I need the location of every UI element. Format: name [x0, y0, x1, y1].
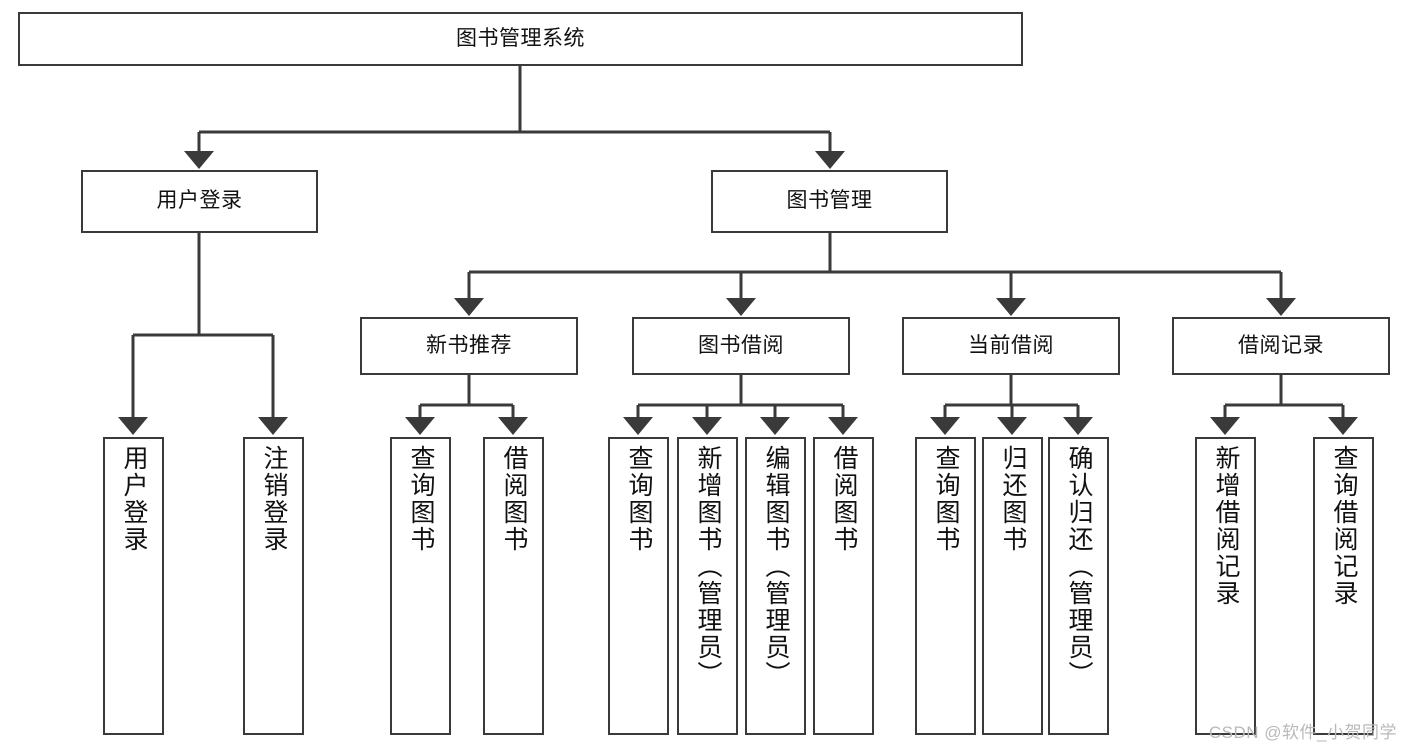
node-user-login-label: 用户登录	[156, 189, 243, 213]
leaf-new-book-1[interactable]: 查询图书	[390, 437, 451, 735]
leaf-book-borrow-2[interactable]: 新增图书（管理员）	[677, 437, 738, 735]
node-new-book-recommend[interactable]: 新书推荐	[360, 317, 578, 375]
leaf-book-borrow-3[interactable]: 编辑图书（管理员）	[745, 437, 806, 735]
node-current-borrow[interactable]: 当前借阅	[902, 317, 1120, 375]
leaf-user-login-2[interactable]: 注销登录	[243, 437, 304, 735]
leaf-book-borrow-1[interactable]: 查询图书	[608, 437, 669, 735]
leaf-book-borrow-3-label: 编辑图书（管理员）	[762, 445, 790, 688]
leaf-book-borrow-4-label: 借阅图书	[830, 445, 858, 553]
leaf-new-book-2-label: 借阅图书	[500, 445, 528, 553]
leaf-new-book-1-label: 查询图书	[407, 445, 435, 553]
watermark: CSDN @软件_小贺同学	[1208, 723, 1397, 742]
node-book-borrow[interactable]: 图书借阅	[632, 317, 850, 375]
node-root[interactable]: 图书管理系统	[18, 12, 1023, 66]
leaf-borrow-record-1-label: 新增借阅记录	[1212, 445, 1240, 607]
leaf-new-book-2[interactable]: 借阅图书	[483, 437, 544, 735]
leaf-borrow-record-1[interactable]: 新增借阅记录	[1195, 437, 1256, 735]
node-new-book-recommend-label: 新书推荐	[426, 333, 512, 357]
node-book-management-label: 图书管理	[786, 189, 873, 213]
leaf-book-borrow-4[interactable]: 借阅图书	[813, 437, 874, 735]
leaf-user-login-1-label: 用户登录	[120, 445, 148, 553]
node-root-label: 图书管理系统	[456, 26, 585, 50]
leaf-borrow-record-2[interactable]: 查询借阅记录	[1313, 437, 1374, 735]
leaf-current-borrow-1[interactable]: 查询图书	[915, 437, 976, 735]
node-borrow-record[interactable]: 借阅记录	[1172, 317, 1390, 375]
leaf-current-borrow-3[interactable]: 确认归还（管理员）	[1048, 437, 1109, 735]
node-book-management[interactable]: 图书管理	[711, 170, 948, 233]
leaf-current-borrow-2-label: 归还图书	[999, 445, 1027, 553]
leaf-user-login-1[interactable]: 用户登录	[103, 437, 164, 735]
leaf-borrow-record-2-label: 查询借阅记录	[1330, 445, 1358, 607]
leaf-current-borrow-1-label: 查询图书	[932, 445, 960, 553]
node-borrow-record-label: 借阅记录	[1238, 333, 1324, 357]
leaf-user-login-2-label: 注销登录	[260, 445, 288, 553]
leaf-book-borrow-2-label: 新增图书（管理员）	[694, 445, 722, 688]
node-user-login[interactable]: 用户登录	[81, 170, 318, 233]
leaf-current-borrow-3-label: 确认归还（管理员）	[1065, 445, 1093, 688]
node-book-borrow-label: 图书借阅	[698, 333, 784, 357]
leaf-current-borrow-2[interactable]: 归还图书	[982, 437, 1043, 735]
leaf-book-borrow-1-label: 查询图书	[625, 445, 653, 553]
node-current-borrow-label: 当前借阅	[968, 333, 1054, 357]
